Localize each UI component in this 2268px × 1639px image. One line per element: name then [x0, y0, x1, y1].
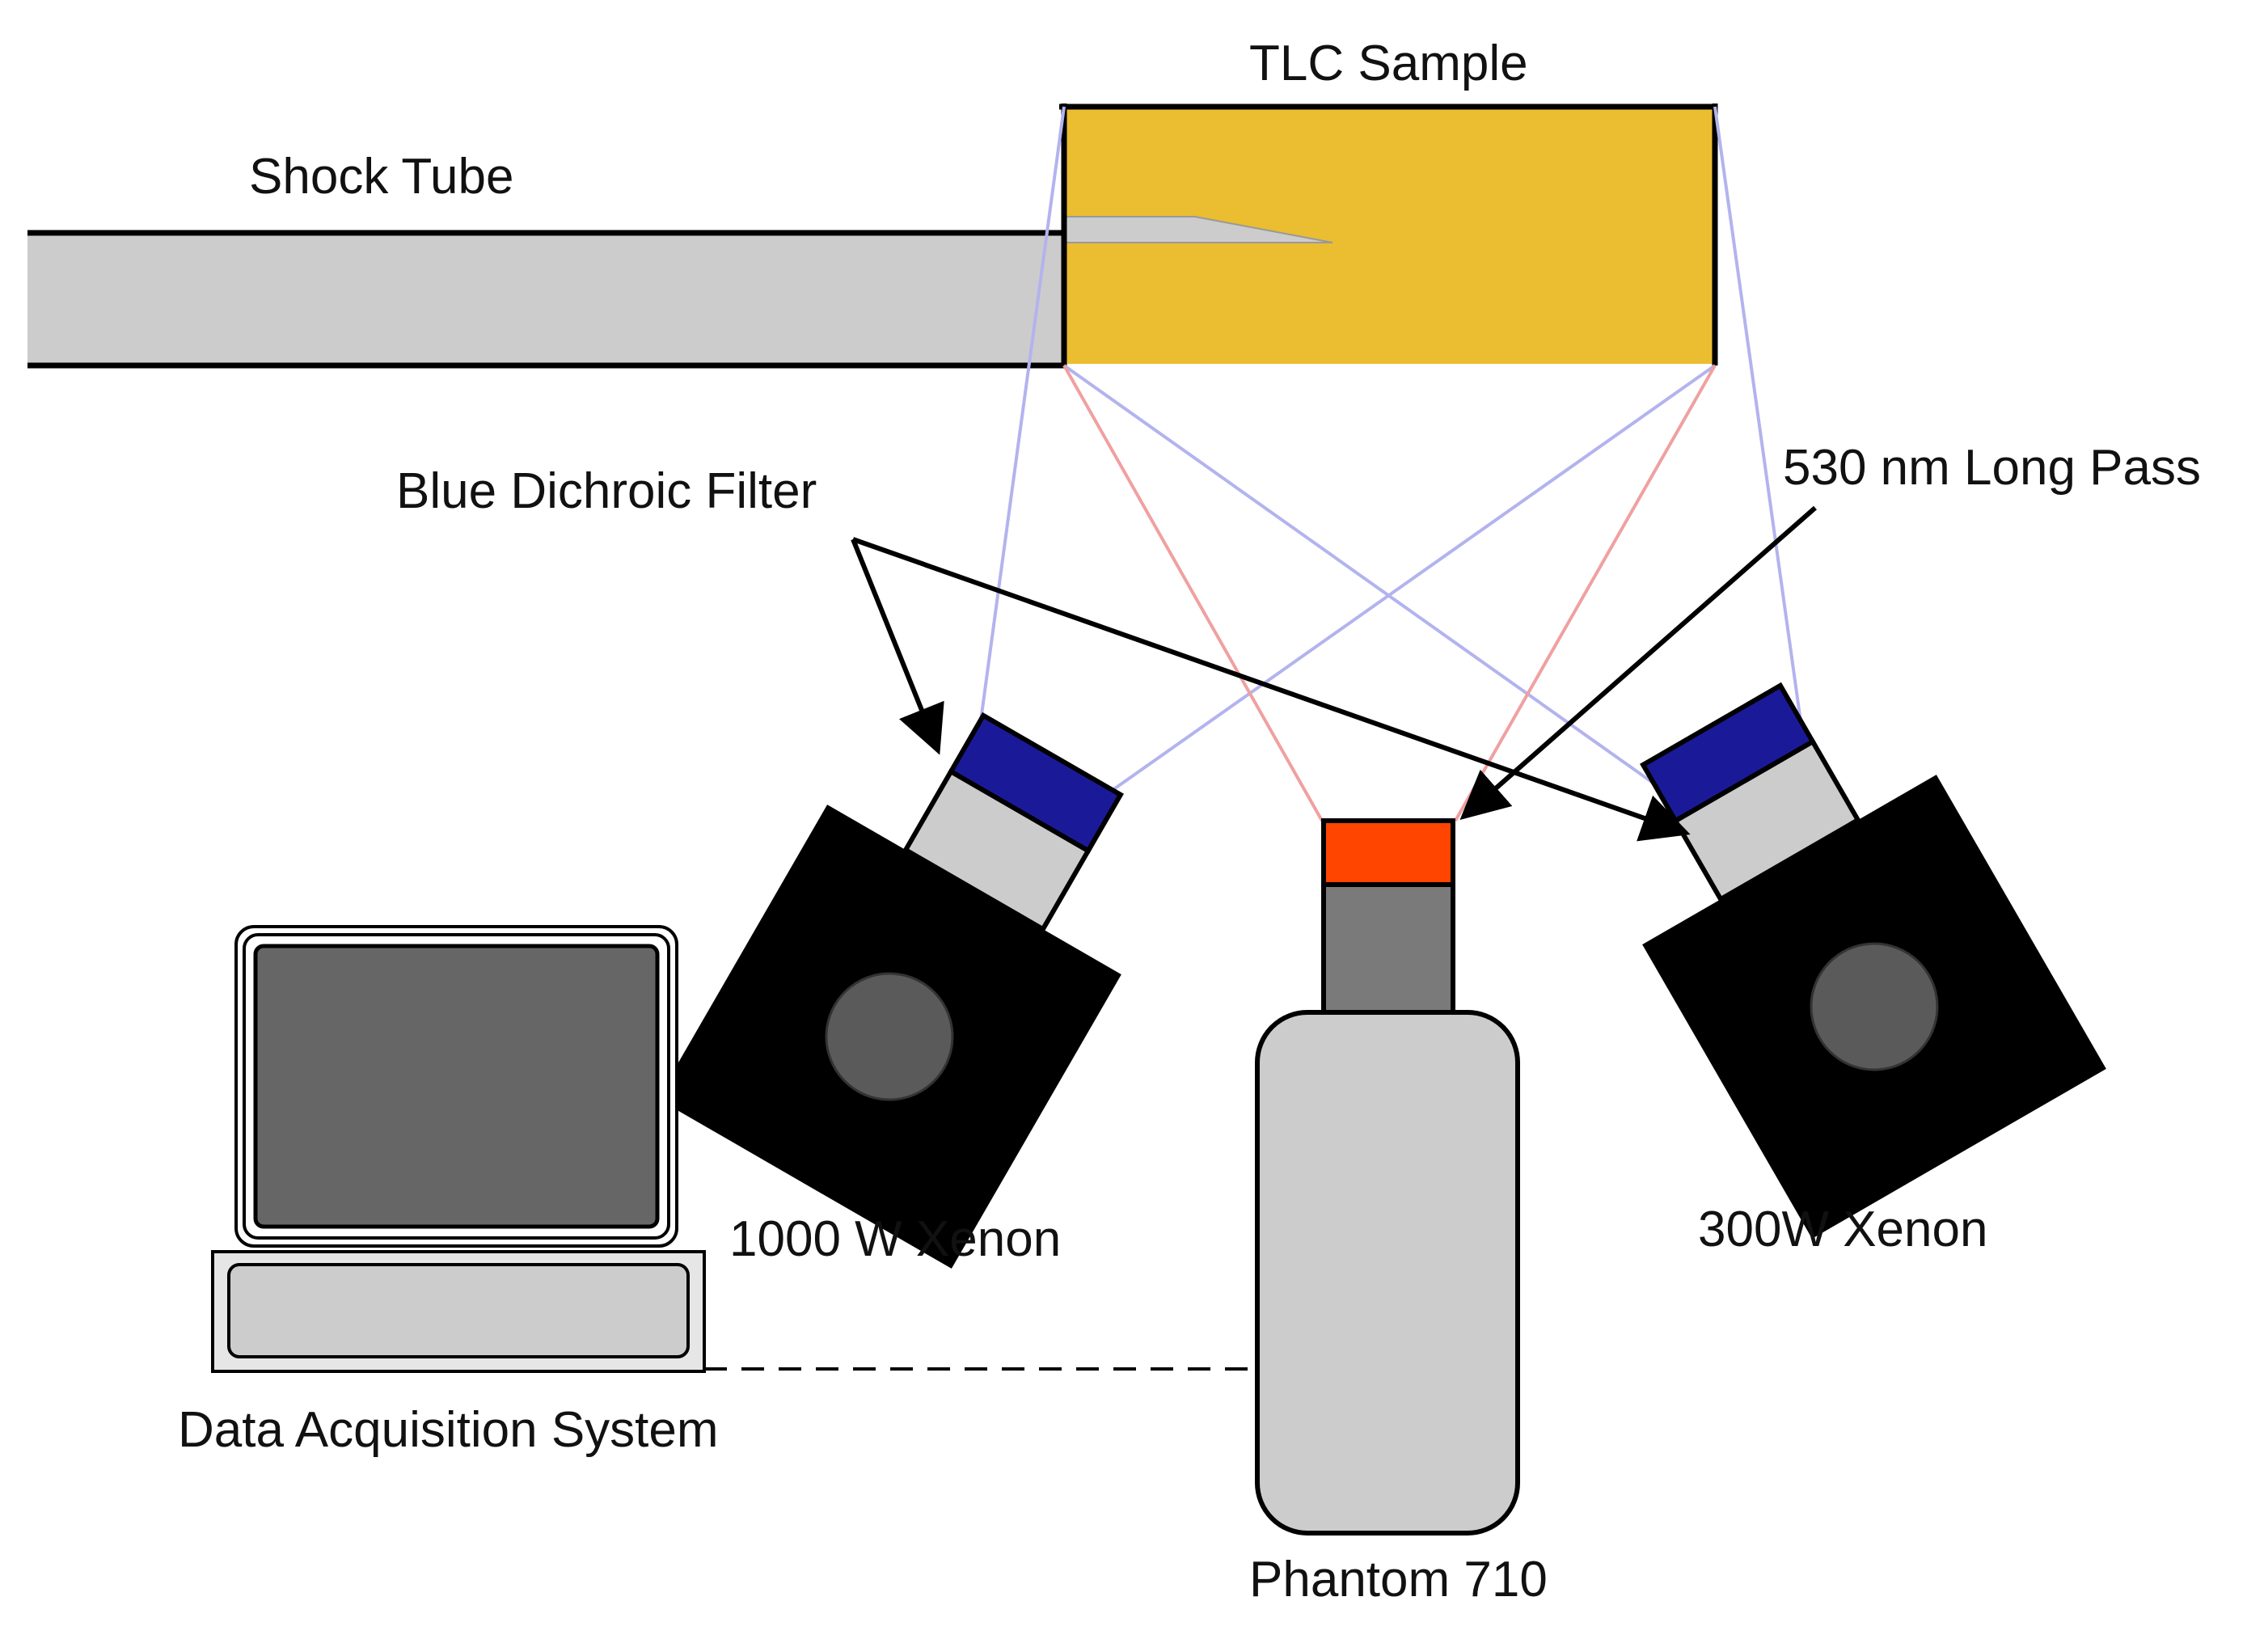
red-ray: [1062, 365, 1324, 822]
light-rays: [975, 106, 1806, 822]
xenon-1000-label: 1000 W Xenon: [729, 1211, 1062, 1267]
arrow-to-right-filter: [852, 537, 1691, 842]
blue-ray: [1078, 364, 1717, 815]
shock-tube-body: [27, 233, 1064, 365]
long-pass-filter: [1321, 818, 1455, 887]
shock-tube-label: Shock Tube: [249, 149, 514, 205]
camera-body: [1255, 1010, 1520, 1536]
xenon-300-label: 300W Xenon: [1698, 1202, 1988, 1257]
red-ray: [1454, 365, 1717, 822]
high-speed-camera-icon: [1255, 818, 1520, 1536]
lamp-lens: [1810, 942, 1939, 1071]
blue-ray: [975, 106, 1066, 751]
lamp-lens: [825, 972, 954, 1101]
blue-dichroic-filter-left: [948, 712, 1124, 855]
daq-label: Data Acquisition System: [178, 1402, 719, 1458]
arrow-to-long-pass-filter: [1459, 505, 1817, 820]
camera-lens: [1321, 882, 1455, 1015]
computer-icon: [211, 925, 706, 1373]
arrow-to-left-filter: [851, 538, 944, 755]
blue-ray: [1062, 364, 1682, 804]
tlc-sample: [1059, 103, 1718, 365]
monitor-screen: [253, 944, 660, 1229]
disk-drive: [227, 1263, 690, 1358]
camera-label: Phantom 710: [1249, 1552, 1548, 1607]
xenon-lamp-icon: [657, 712, 1124, 1269]
blue-ray: [1713, 106, 1806, 751]
long-pass-filter-label: 530 nm Long Pass: [1783, 440, 2202, 496]
annotation-arrows: [851, 505, 1817, 842]
blue-dichroic-filter-right: [1640, 682, 1816, 825]
tlc-sample-label: TLC Sample: [1249, 36, 1528, 91]
shock-tube: [27, 230, 1064, 369]
blue-dichroic-filter-label: Blue Dichroic Filter: [396, 463, 817, 519]
xenon-lamp-icon: [1640, 682, 2106, 1239]
